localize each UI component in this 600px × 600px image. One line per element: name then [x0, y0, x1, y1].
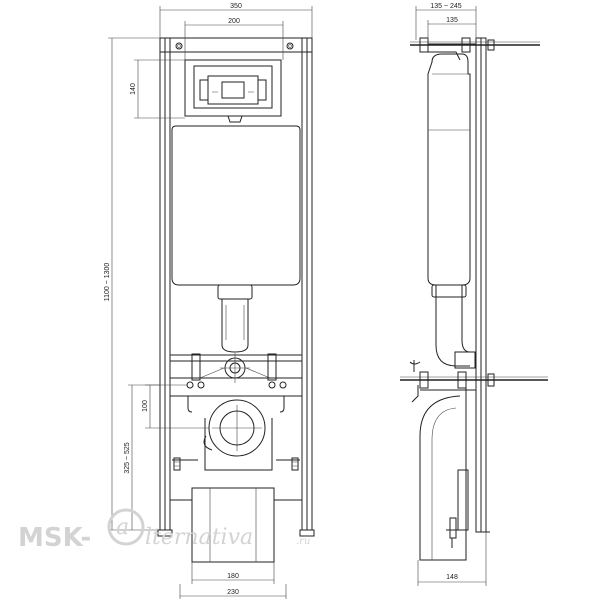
dim-height-drain: 100: [142, 384, 210, 429]
lower-rail: [169, 377, 303, 397]
top-rail: [159, 37, 313, 53]
outlet-housing: [204, 418, 273, 471]
watermark-script: lternativa: [145, 525, 253, 550]
svg-text:325 ~ 525: 325 ~ 525: [124, 442, 131, 473]
dim-width-base: 230: [179, 584, 287, 599]
drain-box: [191, 487, 275, 563]
svg-text:200: 200: [228, 18, 240, 25]
cistern-side: [427, 53, 471, 286]
dim-width-outlet: 180: [191, 562, 275, 584]
svg-text:135: 135: [446, 17, 458, 24]
svg-text:1100 ~ 1300: 1100 ~ 1300: [104, 263, 111, 302]
dim-height-total: 1100 ~ 1300: [104, 37, 160, 531]
watermark-a: a: [116, 515, 129, 540]
side-view: 135 ~ 245 135 148: [400, 3, 548, 586]
svg-text:135 ~ 245: 135 ~ 245: [430, 3, 461, 10]
dim-depth-range: 135 ~ 245: [415, 3, 477, 40]
dim-height-bracket: 140: [130, 59, 185, 119]
dim-depth-min: 135: [427, 17, 476, 40]
outlet-elbow-side: [419, 395, 467, 561]
dim-height-outlet: 325 ~ 525: [124, 384, 160, 530]
watermark-brand: MSK-: [18, 523, 91, 553]
watermark: MSK- a lternativa .ru: [18, 508, 310, 553]
svg-text:230: 230: [227, 589, 239, 596]
svg-text:148: 148: [446, 574, 458, 581]
svg-text:350: 350: [230, 3, 242, 10]
dim-width-top: 200: [184, 18, 284, 60]
dim-width-total: 350: [159, 3, 313, 38]
svg-text:180: 180: [227, 573, 239, 580]
svg-text:100: 100: [142, 400, 149, 412]
cistern: [171, 125, 301, 286]
dim-depth-base: 148: [417, 532, 487, 586]
front-view: 350 200 140 1100 ~ 1300 100: [104, 3, 315, 599]
watermark-domain: .ru: [296, 536, 310, 547]
svg-text:140: 140: [130, 83, 137, 95]
